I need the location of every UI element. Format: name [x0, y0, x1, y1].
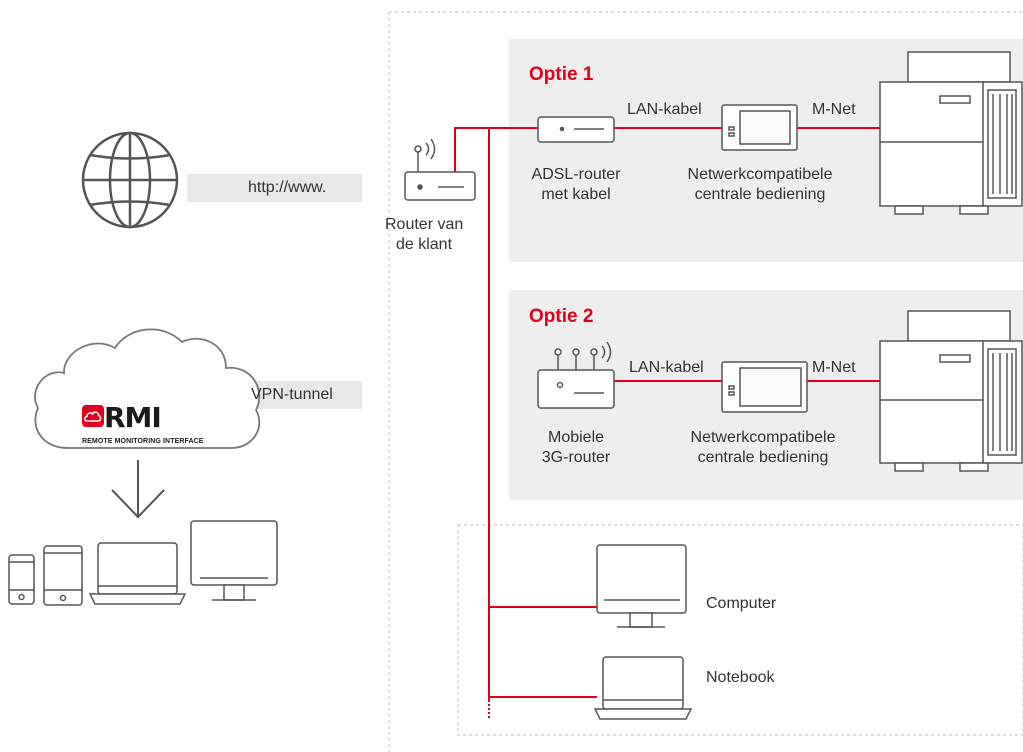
rmi-wordmark: RMI — [104, 401, 162, 434]
customer-router-uplink — [454, 127, 538, 178]
notebook-icon — [593, 656, 693, 720]
monitor-icon — [190, 520, 278, 601]
globe-icon — [81, 131, 179, 229]
option2-title: Optie 2 — [529, 306, 594, 327]
option2-controller-label-line1: Netwerkcompatibele — [690, 429, 836, 446]
url-label: http://www. — [248, 179, 327, 196]
outdoor-unit-icon-option2 — [879, 310, 1023, 472]
option1-controller-label-line1: Netwerkcompatibele — [687, 166, 833, 183]
computer-icon — [596, 544, 687, 628]
local-devices-box — [457, 524, 1023, 736]
option1-lan-label: LAN-kabel — [627, 101, 702, 118]
option1-router-label-line2: met kabel — [541, 186, 611, 203]
option2-mnet-label: M-Net — [812, 359, 856, 376]
laptop-icon — [88, 542, 187, 605]
mobile-router-icon — [537, 341, 615, 409]
red-cables — [454, 127, 880, 720]
customer-router-label: Router van de klant — [385, 215, 463, 255]
option1-router-label: ADSL-router met kabel — [516, 165, 636, 205]
outdoor-unit-icon-option1 — [879, 51, 1023, 215]
controller-icon-option1 — [721, 104, 798, 151]
option2-controller-label: Netwerkcompatibele centrale bediening — [683, 428, 843, 468]
controller-icon-option2 — [721, 361, 808, 413]
option1-router-label-line1: ADSL-router — [531, 166, 621, 183]
computer-label: Computer — [706, 595, 777, 612]
option2-controller-label-line2: centrale bediening — [697, 449, 829, 466]
customer-router-icon — [404, 138, 476, 201]
option1-mnet-label: M-Net — [812, 101, 856, 118]
option1-controller-label-line2: centrale bediening — [694, 186, 826, 203]
option2-lan-label: LAN-kabel — [629, 359, 704, 376]
option1-title: Optie 1 — [529, 64, 594, 85]
option2-router-label: Mobiele 3G-router — [516, 428, 636, 468]
smartphone-icon — [8, 554, 35, 605]
url-tag-band — [187, 174, 362, 202]
rmi-cloud-badge-icon — [82, 405, 104, 427]
option2-router-label-line2: 3G-router — [541, 449, 611, 466]
tablet-icon — [43, 545, 83, 606]
notebook-label: Notebook — [706, 669, 775, 686]
download-arrow-icon — [111, 460, 165, 519]
rmi-logo: RMI REMOTE MONITORING INTERFACE — [82, 401, 203, 445]
customer-router-label-line1: Router van — [385, 216, 464, 233]
rmi-tagline: REMOTE MONITORING INTERFACE — [82, 438, 204, 445]
customer-router-label-line2: de klant — [395, 236, 453, 253]
option2-router-label-line1: Mobiele — [547, 429, 605, 446]
vpn-tunnel-label: VPN-tunnel — [251, 386, 333, 403]
option1-controller-label: Netwerkcompatibele centrale bediening — [680, 165, 840, 205]
adsl-router-icon — [537, 116, 615, 143]
